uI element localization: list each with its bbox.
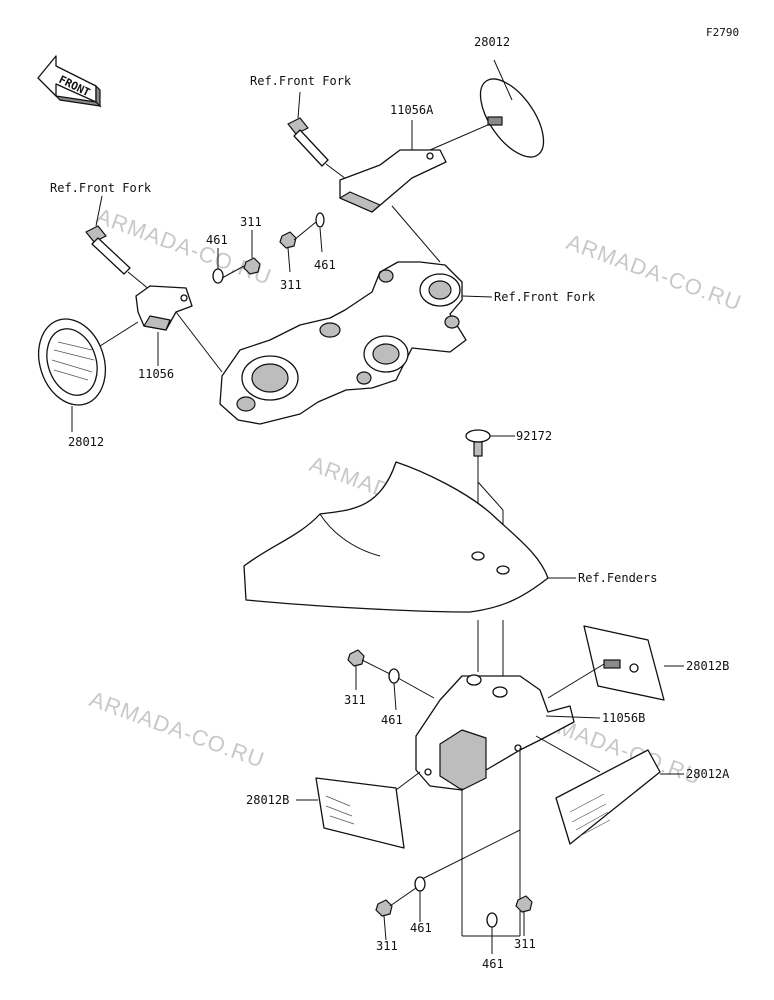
label-311-e: 311 <box>514 937 536 951</box>
label-11056: 11056 <box>138 367 174 381</box>
label-28012B-right: 28012B <box>686 659 729 673</box>
nut-washer-lower-upper <box>347 649 435 711</box>
label-28012-top: 28012 <box>474 35 510 49</box>
fork-bracket-body <box>219 261 493 425</box>
label-311-a: 311 <box>240 215 262 229</box>
label-311-d: 311 <box>376 939 398 953</box>
label-92172: 92172 <box>516 429 552 443</box>
front-arrow-icon: FRONT <box>37 55 102 108</box>
label-ref-fenders: Ref.Fenders <box>578 571 657 585</box>
nut-washer-bottom-right <box>486 895 533 954</box>
label-311-c: 311 <box>344 693 366 707</box>
label-ref-front-fork-top: Ref.Front Fork <box>250 74 352 88</box>
label-11056B: 11056B <box>602 711 645 725</box>
bolt-top <box>287 91 351 183</box>
label-28012-left: 28012 <box>68 435 104 449</box>
bracket-11056B <box>415 674 601 791</box>
nut-washer-bottom-left <box>375 876 426 941</box>
nut-washer-upper <box>279 212 325 273</box>
label-ref-front-fork-right: Ref.Front Fork <box>494 290 596 304</box>
reflector-28012-top <box>429 59 545 158</box>
label-ref-front-fork-left: Ref.Front Fork <box>50 181 152 195</box>
label-461-b: 461 <box>314 258 336 272</box>
fender <box>243 461 576 613</box>
label-461-d: 461 <box>410 921 432 935</box>
reflector-28012B-right <box>547 625 684 701</box>
label-461-a: 461 <box>206 233 228 247</box>
label-28012A: 28012A <box>686 767 730 781</box>
diagram-code: F2790 <box>706 26 739 39</box>
bracket-11056 <box>99 285 223 373</box>
label-11056A: 11056A <box>390 103 434 117</box>
reflector-28012-left <box>38 318 106 432</box>
reflector-28012B-left <box>296 771 421 849</box>
label-311-b: 311 <box>280 278 302 292</box>
nut-washer-left-upper <box>212 230 261 284</box>
bolt-left <box>85 195 151 291</box>
reflector-28012A <box>535 735 684 845</box>
bracket-11056A <box>339 120 447 263</box>
watermark-4: ARMADA-CO.RU <box>86 686 268 773</box>
label-461-c: 461 <box>381 713 403 727</box>
label-28012B-left: 28012B <box>246 793 289 807</box>
label-461-e: 461 <box>482 957 504 971</box>
